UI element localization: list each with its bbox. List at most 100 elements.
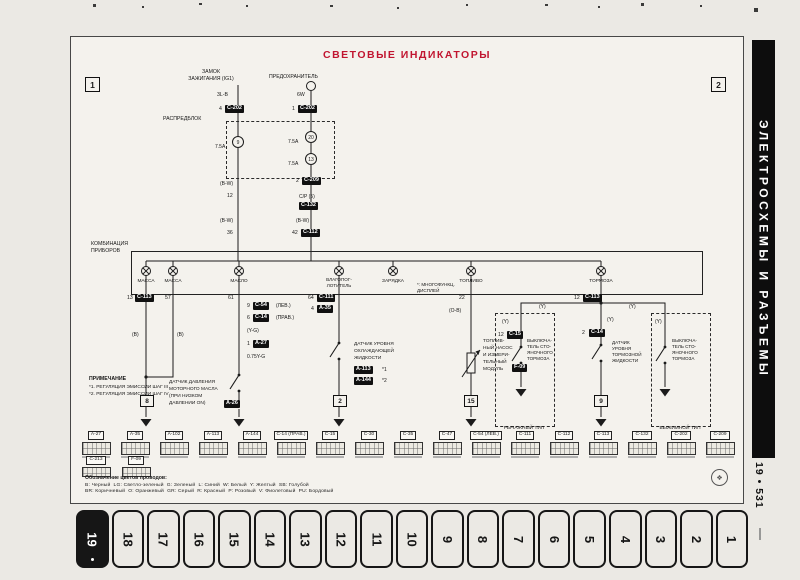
diagram-label: *2. РЕГУЛЯЦИЯ ЭМИССИИ ШАГ IV bbox=[89, 392, 169, 397]
part-code-smudge bbox=[160, 456, 188, 459]
switch-icon bbox=[655, 346, 666, 362]
connector-label: C-54 (ЛЕВ.) bbox=[470, 431, 502, 440]
pin-grid-icon bbox=[705, 441, 735, 455]
diagram-label: ДИСПЛЕЙ bbox=[417, 288, 440, 293]
connector-pinout-C-113: C-113 bbox=[584, 431, 622, 459]
ground-number-box: 15 bbox=[464, 395, 478, 407]
pin-grid-icon bbox=[81, 466, 111, 477]
tab-number: 10 bbox=[404, 531, 420, 547]
tab-number: 1 bbox=[724, 535, 740, 543]
connector-pinout-A-27: A-27 bbox=[77, 431, 115, 459]
diagram-label: РЫЧАЖНЫЙ ТИП bbox=[503, 426, 545, 431]
scan-artifact bbox=[397, 7, 399, 9]
ground-icon bbox=[140, 419, 152, 427]
connector-pinout-A-35: A-35 bbox=[116, 431, 154, 459]
diagram-label: ТЕЛЬ СТО- bbox=[672, 344, 697, 349]
part-code-smudge bbox=[511, 456, 539, 459]
diagram-label: 4 bbox=[219, 106, 222, 112]
scan-artifact bbox=[754, 8, 758, 12]
diagram-label: (B-W) bbox=[296, 218, 310, 224]
publisher-logo-icon: ❖ bbox=[711, 469, 728, 486]
connector-chip: C-132 bbox=[299, 202, 318, 210]
resistor-arrow bbox=[461, 349, 481, 378]
connector-pinout-C-213: C-213 bbox=[77, 456, 115, 477]
connector-chip: C-112 bbox=[301, 229, 320, 237]
wire bbox=[146, 293, 174, 378]
diagram-label: 4 bbox=[311, 306, 314, 312]
connector-pinout-F-09: F-09 bbox=[117, 456, 155, 477]
diagram-label: ЯНОЧНОГО bbox=[672, 350, 698, 355]
diagram-label: 57 bbox=[165, 295, 171, 301]
ground-icon bbox=[465, 419, 477, 427]
scan-artifact bbox=[466, 4, 468, 6]
ground-icon bbox=[595, 419, 607, 427]
junction-dot bbox=[599, 301, 603, 305]
diagram-label: ВЛАГОПОГ- bbox=[326, 277, 352, 282]
page-number: 19 • 531 bbox=[753, 462, 765, 509]
connector-pinout-C-15: C-15 bbox=[311, 431, 349, 459]
diagram-label: ТЕЛЬНЫЙ bbox=[483, 360, 507, 365]
diagram-label: УРОВНЯ bbox=[612, 346, 632, 351]
diagram-label: 42 bbox=[292, 230, 298, 236]
index-tab-14: 14 bbox=[253, 510, 287, 568]
scan-artifact bbox=[700, 5, 702, 7]
diagram-label: *1 bbox=[382, 367, 387, 373]
diagram-label: ТОРМОЗА bbox=[672, 356, 695, 361]
index-tab-18: 18 bbox=[111, 510, 145, 568]
connector-label: C-35 bbox=[399, 431, 417, 440]
part-code-smudge bbox=[238, 456, 266, 459]
diagram-label: РАСПРЕДБЛОК bbox=[163, 116, 202, 122]
pin-grid-icon bbox=[588, 441, 618, 455]
wire-color-legend: Обозначение цветов проводов: B: Черный L… bbox=[85, 475, 334, 495]
switch-contact bbox=[663, 345, 667, 349]
ground-icon bbox=[333, 419, 345, 427]
scan-artifact bbox=[199, 3, 202, 5]
switch-icon bbox=[511, 346, 522, 362]
pin-grid-icon bbox=[666, 441, 696, 455]
index-tab-4: 4 bbox=[608, 510, 642, 568]
lamp-cross bbox=[597, 267, 605, 275]
connector-label: A-113 bbox=[203, 431, 223, 440]
fuse-number: 20 bbox=[308, 135, 314, 141]
part-code-smudge bbox=[589, 456, 617, 459]
part-code-smudge bbox=[550, 456, 578, 459]
diagram-label: 22 bbox=[459, 295, 465, 301]
index-tab-19: 19 bbox=[76, 510, 109, 568]
switch-contact bbox=[337, 341, 341, 345]
connector-pinout-C-112: C-112 bbox=[545, 431, 583, 459]
connector-label: C-47 bbox=[438, 431, 456, 440]
index-tab-3: 3 bbox=[644, 510, 678, 568]
section-marker: 1 bbox=[85, 77, 100, 92]
diagram-label: МОТОРНОГО МАСЛА bbox=[169, 387, 218, 392]
diagram-label: ДАТЧИК УРОВНЯ bbox=[354, 342, 394, 347]
diagram-label: МАССА bbox=[164, 279, 182, 284]
part-code-smudge bbox=[706, 456, 734, 459]
diagram-label: 1 bbox=[247, 341, 250, 347]
resistor-arrowhead bbox=[475, 350, 480, 355]
part-code-smudge bbox=[394, 456, 422, 459]
connector-label: A-144 bbox=[242, 431, 262, 440]
diagram-label: ЗАМОК bbox=[202, 69, 220, 75]
connector-chip: C-202 bbox=[225, 105, 244, 113]
diagram-label: 6 bbox=[247, 315, 250, 321]
wire bbox=[520, 302, 666, 313]
index-tab-16: 16 bbox=[182, 510, 216, 568]
part-code-smudge bbox=[316, 456, 344, 459]
connector-label: C-202 bbox=[671, 431, 691, 440]
ground-icon bbox=[659, 389, 671, 397]
index-tab-1: 1 bbox=[715, 510, 749, 568]
diagram-label: (Y-G) bbox=[247, 328, 259, 334]
pin-grid-icon bbox=[315, 441, 345, 455]
diagram-label: ТОРМОЗА bbox=[589, 279, 613, 284]
switch-contact bbox=[599, 343, 603, 347]
chapter-banner: ЭЛЕКТРОСХЕМЫ И РАЗЪЕМЫ bbox=[752, 40, 775, 458]
connector-chip: C-209 bbox=[302, 177, 321, 185]
legend-heading: Обозначение цветов проводов: bbox=[85, 475, 167, 481]
tab-number: 16 bbox=[191, 531, 207, 547]
fuse-number: 9 bbox=[237, 140, 240, 146]
connector-label: A-35 bbox=[126, 431, 144, 440]
diagram-label: ЖИДКОСТИ bbox=[612, 358, 639, 363]
connector-pinout-C-209: C-209 bbox=[701, 431, 739, 459]
index-tab-11: 11 bbox=[360, 510, 393, 568]
diagram-label: ДАВЛЕНИИ ON) bbox=[169, 401, 206, 406]
